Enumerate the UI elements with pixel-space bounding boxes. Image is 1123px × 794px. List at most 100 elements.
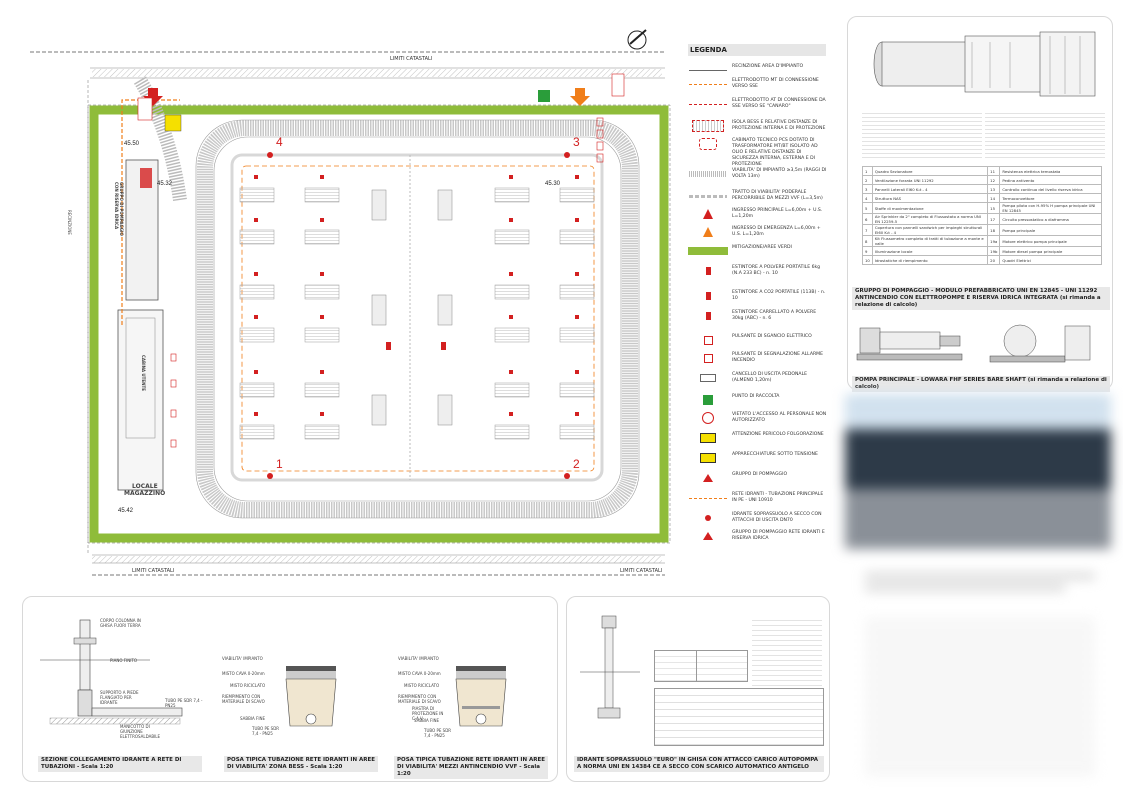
trench2-fill: RIEMPIMENTO CON MATERIALE DI SCAVO: [398, 694, 441, 704]
elevation-2: 45.32: [157, 181, 173, 187]
legend-symbol-10: [686, 245, 730, 257]
gathering-point-4: 4: [276, 135, 283, 149]
legend-symbol-24: [686, 530, 730, 542]
euro-hydrant-spec: [654, 688, 824, 746]
legend-item-4: ISOLA BESS E RELATIVE DISTANZE DI PROTEZ…: [732, 120, 826, 131]
spec-cell: 2: [862, 175, 873, 185]
warehouse-label-1: LOCALE: [132, 483, 158, 490]
spec-cell: 1: [862, 166, 873, 176]
legend-item-2: ELETTRODOTTO MT DI CONNESSIONE VERSO SSE: [732, 78, 819, 89]
legend-symbol-16: [686, 372, 730, 384]
legend-symbol-15: [686, 352, 730, 364]
legend-symbol-5: [686, 138, 730, 150]
elevation-3: 45.30: [545, 181, 561, 187]
spec-cell: 13: [987, 184, 1001, 194]
trench1-sand: SABBIA FINE: [240, 716, 266, 721]
detail-2-caption: POSA TIPICA TUBAZIONE RETE IDRANTI IN AR…: [224, 756, 378, 772]
legend-item-13: ESTINTORE CARRELLATO A POLVERE 30kg (ABC…: [732, 310, 817, 321]
spec-cell: 9: [862, 246, 873, 256]
spec-cell: Staffe di movimentazione: [871, 202, 989, 214]
site-plan: 4 3 1 2 45.50 45.32 45.30 45.42: [30, 29, 671, 576]
legend-item-3: ELETTRODOTTO AT DI CONNESSIONE DA SSE VE…: [732, 98, 826, 109]
spec-cell: 8: [862, 235, 873, 247]
spec-cell: Pompa principale: [999, 224, 1102, 236]
legend-symbol-7: [686, 190, 730, 202]
spec-cell: Resistenza elettrica temostata: [999, 166, 1102, 176]
legend-title: LEGENDA: [688, 44, 826, 56]
legend-item-20: APPARECCHIATURE SOTTO TENSIONE: [732, 452, 818, 457]
spec-cell: 18: [987, 224, 1001, 236]
trench2-road: VIABILITA' IMPIANTO: [398, 656, 439, 661]
limits-bottom-right-label: LIMITI CATASTALI: [620, 568, 663, 574]
spec-cell: Circuito pressostatico a diaframma: [999, 213, 1102, 225]
spec-cell: Copertura con pannelli sandwich per impi…: [871, 224, 989, 236]
legend-symbol-13: [686, 310, 730, 322]
gathering-point-2: 2: [573, 457, 580, 471]
spec-cell: Quadri Elettrici: [999, 255, 1102, 265]
legend-symbol-2: [686, 78, 730, 90]
spec-cell: Pompa pilota con H-95% H pompa principal…: [999, 202, 1102, 214]
hydrant-ground-label: PIANO FINITO: [110, 658, 137, 663]
spec-cell: 14: [987, 193, 1001, 203]
legend-item-10: MITIGAZIONE/AREE VERDI: [732, 245, 792, 250]
legend-item-11: ESTINTORE A POLVERE PORTATILE 6kg (N.A 2…: [732, 265, 821, 276]
legend-item-22: RETE IDRANTI - TUBAZIONE PRINCIPALE IN P…: [732, 492, 824, 503]
spec-cell: 6: [862, 213, 873, 225]
trench1-mix: MISTO CAVA 0-20mm: [222, 671, 265, 676]
spec-cell: Quadro Sezionatore: [871, 166, 989, 176]
blurred-photo: [845, 394, 1111, 784]
legend-symbol-1: [686, 64, 730, 76]
spec-cell: 17: [987, 213, 1001, 225]
spec-cell: 19b: [987, 246, 1001, 256]
trench2-mix: MISTO CAVA 0-20mm: [398, 671, 441, 676]
trench2-plate: PIASTRA DI PROTEZIONE IN C.A.V.: [412, 706, 444, 721]
trench2-recycled: MISTO RICICLATO: [404, 683, 440, 688]
spec-cell: 5: [862, 202, 873, 214]
legend-item-15: PULSANTE DI SEGNALAZIONE ALLARME INCENDI…: [732, 352, 824, 363]
limits-top-label: LIMITI CATASTALI: [390, 56, 433, 62]
elevation-4: 45.42: [118, 508, 134, 514]
legend-item-16: CANCELLO DI USCITA PEDONALE (ALMENO 1,20…: [732, 372, 808, 383]
spec-cell: Controllo continuo del livello riserva i…: [999, 184, 1102, 194]
spec-cell: 15: [987, 202, 1001, 214]
cabin-label: CABINA UTENTE: [141, 355, 146, 391]
spec-cell: 19a: [987, 235, 1001, 247]
legend-item-19: ATTENZIONE PERICOLO FOLGORAZIONE: [732, 432, 824, 437]
trench1-recycled: MISTO RICICLATO: [230, 683, 266, 688]
legend-item-14: PULSANTE DI SGANCIO ELETTRICO: [732, 334, 812, 339]
legend-symbol-4: [686, 120, 730, 132]
spec-cell: Motore elettrico pompa principale: [999, 235, 1102, 247]
hydrant-section-drawing: [40, 619, 183, 725]
limits-bottom-left-label: LIMITI CATASTALI: [132, 568, 175, 574]
euro-hydrant-drawing: [580, 615, 640, 719]
pump-module-drawing: [873, 31, 1096, 97]
legend-item-1: RECINZIONE AREA D'IMPIANTO: [732, 64, 804, 69]
spec-cell: Kit Flussometro completo di tratti di tu…: [871, 235, 989, 247]
hydrant-column-label: CORPO COLONNA IN GHISA FUORI TERRA: [100, 618, 141, 628]
trench1-road: VIABILITA' IMPIANTO: [222, 656, 263, 661]
trench-bess-drawing: [285, 666, 337, 727]
spec-cell: 4: [862, 193, 873, 203]
legend-symbol-23: [686, 512, 730, 524]
legend-symbol-22: [686, 492, 730, 504]
elevation-1: 45.50: [124, 141, 140, 147]
hydrant-base-label: SUPPORTO A PIEDE FLANGIATO PER IDRANTE: [100, 690, 139, 705]
legend-symbol-18: [686, 412, 730, 424]
spec-cell: 12: [987, 175, 1001, 185]
legend-item-12: ESTINTORE A CO2 PORTATILE (113B) - n. 10: [732, 290, 826, 301]
legend-symbol-17: [686, 394, 730, 406]
trench-vvf-drawing: [455, 666, 507, 727]
trench2-pipe: TUBO PE SDR 7,4 - PN25: [424, 728, 452, 738]
legend-symbol-21: [686, 472, 730, 484]
pump-group-label: GRUPPO DI POMPAGGIO CON RISERVA IDRICA: [114, 182, 124, 236]
